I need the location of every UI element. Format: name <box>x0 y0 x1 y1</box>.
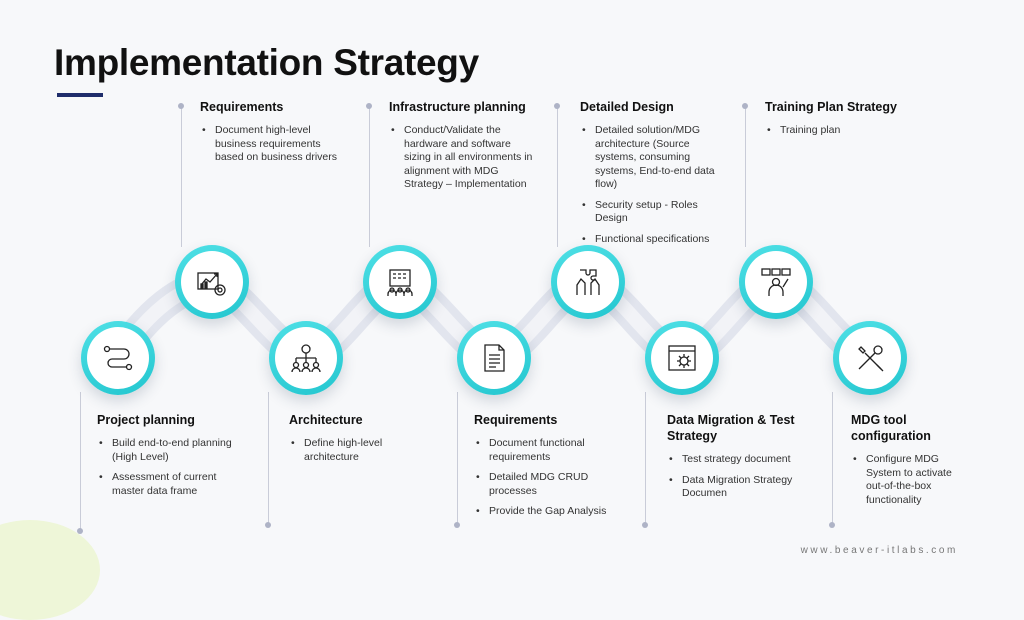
connector-dot <box>265 522 271 528</box>
connector-dot <box>178 103 184 109</box>
connector-dot <box>77 528 83 534</box>
document-icon <box>484 344 505 372</box>
step-title: Project planning <box>97 413 195 427</box>
presenter-training-icon <box>761 268 791 296</box>
page-title: Implementation Strategy <box>54 42 479 83</box>
step-node-infrastructure <box>363 245 437 319</box>
step-title: Requirements <box>474 413 558 427</box>
step-node-detailed-design <box>551 245 625 319</box>
connector-line <box>369 107 370 247</box>
step-title: Architecture <box>289 413 363 427</box>
step-bullet: Test strategy document <box>667 453 797 467</box>
step-node-project-planning <box>81 321 155 395</box>
step-block-project-planning: Project planning Build end-to-end planni… <box>97 412 247 505</box>
connector-line <box>80 392 81 530</box>
step-bullet: Document functional requirements <box>474 437 624 464</box>
step-node-architecture <box>269 321 343 395</box>
step-block-mdg-config: MDG tool configuration Configure MDG Sys… <box>851 412 971 514</box>
step-node-data-migration <box>645 321 719 395</box>
wrench-screwdriver-icon <box>858 345 884 372</box>
step-bullet: Define high-level architecture <box>289 437 439 464</box>
website-url: www.beaver-itlabs.com <box>800 545 958 556</box>
connector-line <box>268 392 269 524</box>
step-node-mdg-config <box>833 321 907 395</box>
step-block-requirements-functional: Requirements Document functional require… <box>474 412 624 526</box>
step-block-infrastructure: Infrastructure planning Conduct/Validate… <box>389 99 539 199</box>
step-bullet: Configure MDG System to activate out-of-… <box>851 453 971 507</box>
step-bullet: Build end-to-end planning (High Level) <box>97 437 247 464</box>
connector-line <box>457 392 458 524</box>
org-hierarchy-icon <box>291 344 321 373</box>
step-bullet: Provide the Gap Analysis <box>474 505 624 519</box>
step-bullet: Assessment of current master data frame <box>97 471 247 498</box>
puzzle-hands-icon <box>576 269 600 295</box>
step-title: Detailed Design <box>580 100 674 114</box>
step-bullet: Security setup - Roles Design <box>580 199 730 226</box>
step-block-architecture: Architecture Define high-level architect… <box>289 412 439 471</box>
step-node-training <box>739 245 813 319</box>
connector-line <box>645 392 646 524</box>
step-title: Requirements <box>200 100 284 114</box>
step-bullet: Conduct/Validate the hardware and softwa… <box>389 124 539 192</box>
step-title: MDG tool configuration <box>851 413 931 443</box>
connector-line <box>832 392 833 524</box>
connector-dot <box>454 522 460 528</box>
step-bullet: Detailed MDG CRUD processes <box>474 471 624 498</box>
step-bullet: Data Migration Strategy Documen <box>667 474 797 501</box>
step-title: Training Plan Strategy <box>765 100 897 114</box>
connector-dot <box>642 522 648 528</box>
connector-line <box>745 107 746 247</box>
step-block-detailed-design: Detailed Design Detailed solution/MDG ar… <box>580 99 730 253</box>
connector-line <box>557 107 558 247</box>
window-gear-icon <box>668 345 696 371</box>
title-underline <box>57 93 103 97</box>
connector-dot <box>829 522 835 528</box>
step-bullet: Document high-level business requirement… <box>200 124 350 165</box>
connector-line <box>181 107 182 247</box>
business-report-icon <box>197 272 226 296</box>
step-node-requirements-functional <box>457 321 531 395</box>
step-block-data-migration: Data Migration & Test Strategy Test stra… <box>667 412 797 508</box>
connector-dot <box>366 103 372 109</box>
connector-dot <box>554 103 560 109</box>
building-infrastructure-icon <box>387 269 413 296</box>
step-block-training: Training Plan Strategy Training plan <box>765 99 915 145</box>
step-bullet: Training plan <box>765 124 915 138</box>
step-title: Data Migration & Test Strategy <box>667 413 795 443</box>
workflow-path-icon <box>103 345 133 371</box>
step-bullet: Functional specifications <box>580 233 730 247</box>
step-block-requirements: Requirements Document high-level busines… <box>200 99 350 172</box>
connector-dot <box>742 103 748 109</box>
step-title: Infrastructure planning <box>389 100 526 114</box>
step-node-requirements <box>175 245 249 319</box>
step-bullet: Detailed solution/MDG architecture (Sour… <box>580 124 730 192</box>
